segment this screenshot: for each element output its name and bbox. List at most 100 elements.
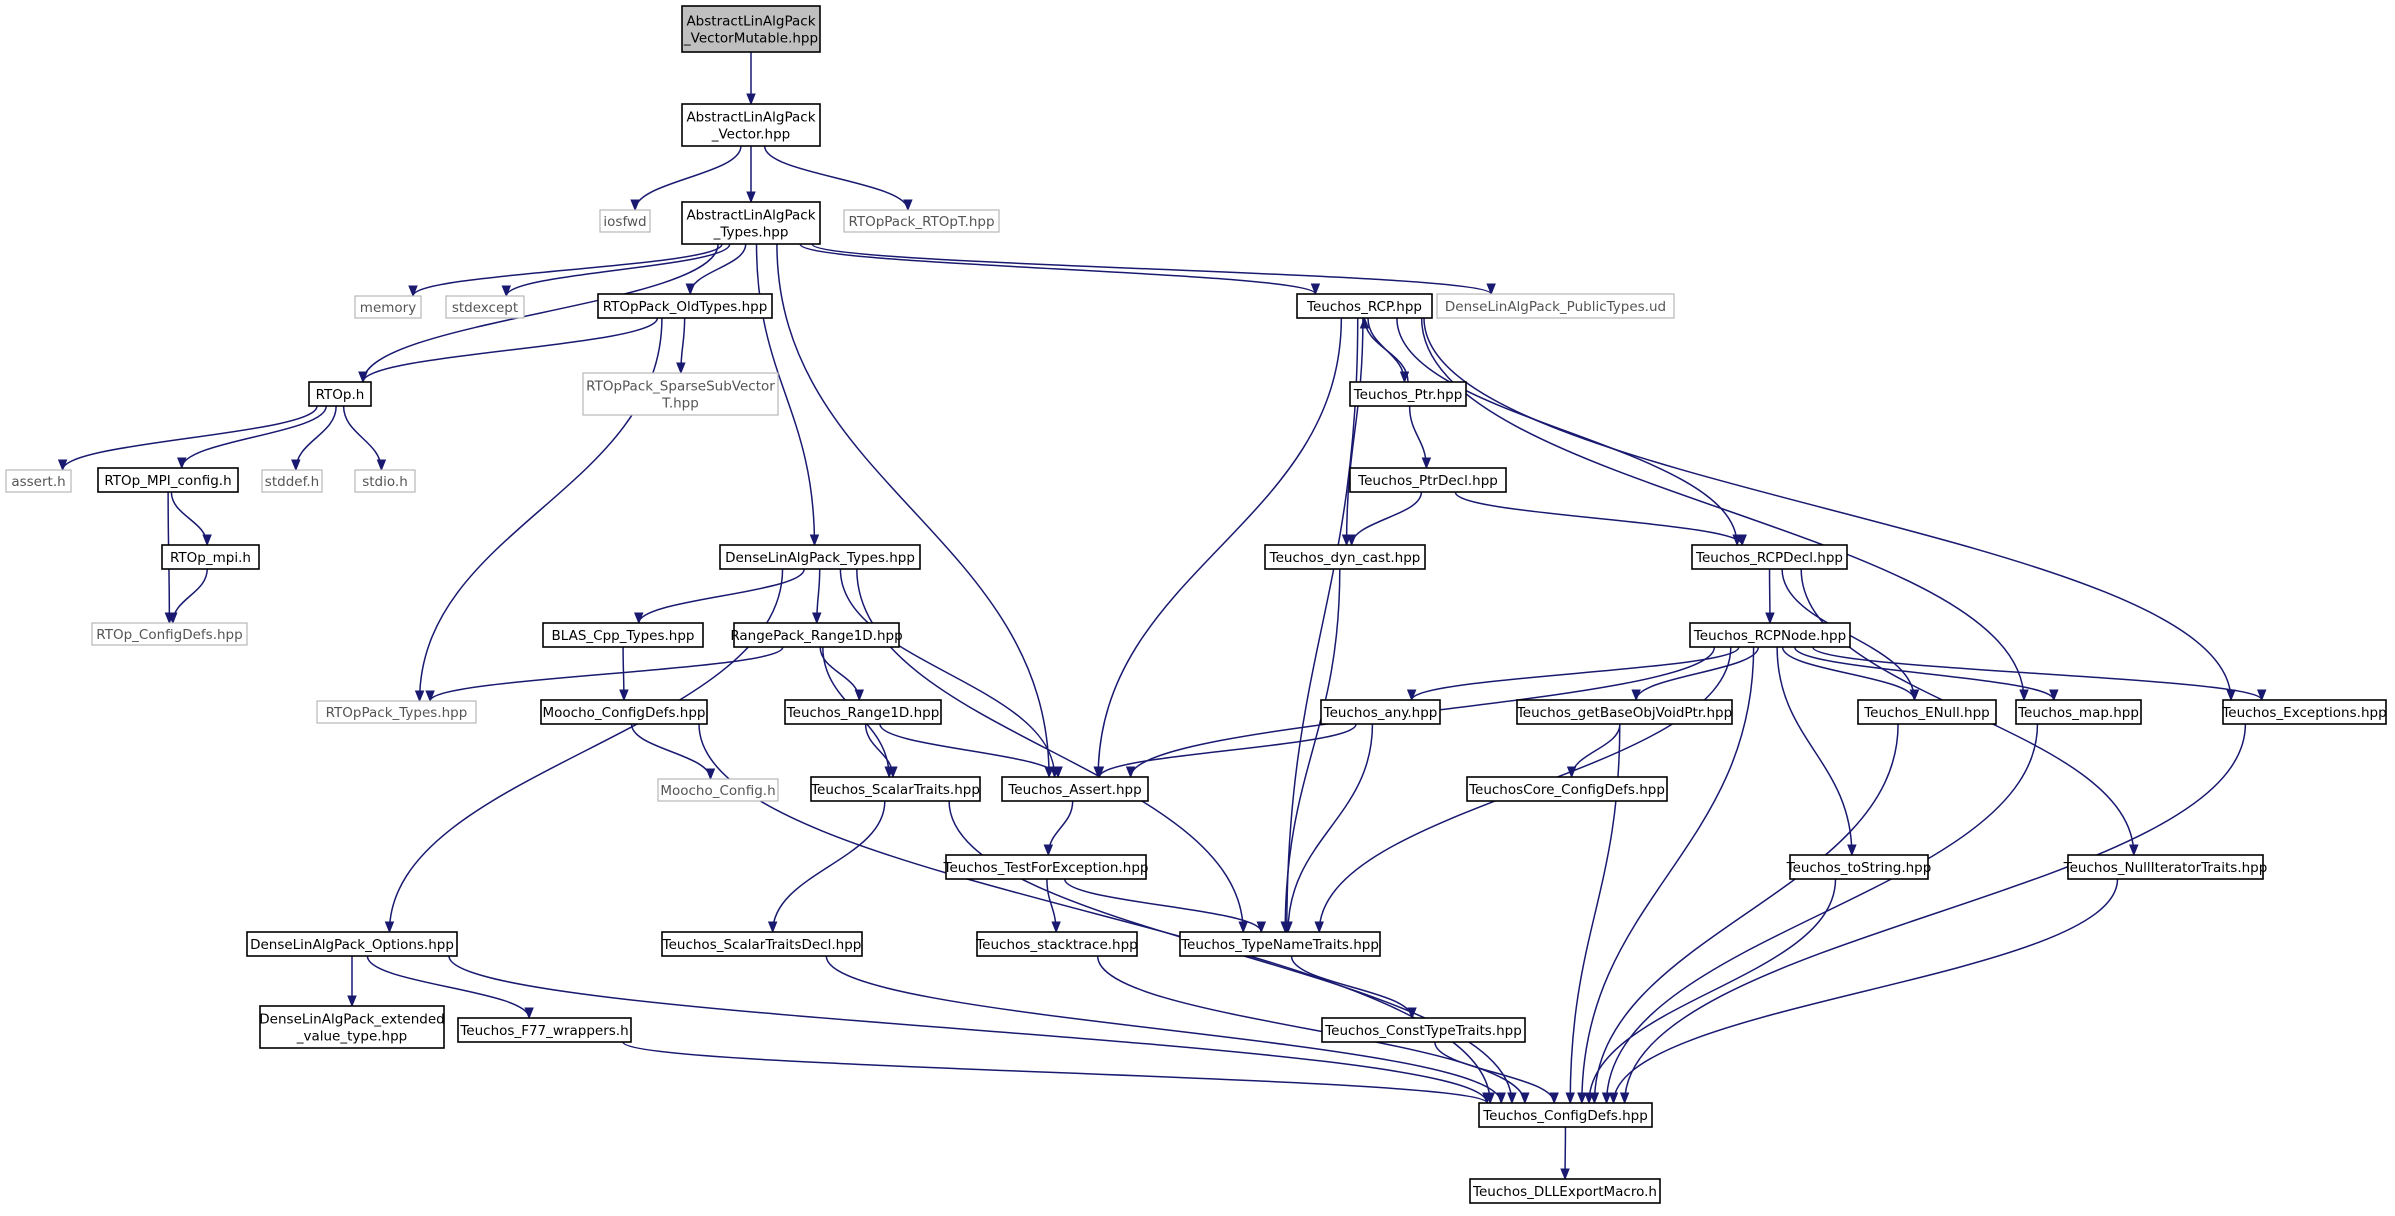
node-label: Teuchos_Exceptions.hpp [2221,705,2386,721]
node-box [354,469,416,493]
edge-trange-to-tassert [879,723,1063,779]
node-box [246,931,458,957]
node-label: Teuchos_map.hpp [2017,705,2139,721]
node-testexc[interactable]: Teuchos_TestForException.hpp [943,854,1149,880]
node-label: stdio.h [362,474,408,490]
node-scalar[interactable]: Teuchos_ScalarTraits.hpp [810,776,981,802]
arrowhead [812,612,822,625]
node-box [784,699,942,725]
node-stacktrace[interactable]: Teuchos_stacktrace.hpp [975,931,1138,957]
node-mpiconfig[interactable]: RTOp_MPI_config.h [97,467,239,493]
node-tconfig[interactable]: Teuchos_ConfigDefs.hpp [1478,1102,1653,1128]
node-dyncast[interactable]: Teuchos_dyn_cast.hpp [1264,544,1426,570]
node-densetypes[interactable]: DenseLinAlgPack_Types.hpp [719,544,921,570]
edge-types-to-memory [408,243,723,298]
edge-line [755,243,816,546]
arrowhead [168,612,178,625]
node-box [1469,1178,1661,1204]
node-label: Teuchos_Assert.hpp [1007,782,1141,798]
node-range1d[interactable]: RangePack_Range1D.hpp [730,622,903,648]
node-tassert[interactable]: Teuchos_Assert.hpp [1001,776,1149,802]
edge-getbase-to-corecfg [1566,723,1621,779]
edge-stacktrace-to-tconfig [1096,955,1530,1105]
arrowhead [676,362,686,375]
arrowhead [347,995,357,1008]
node-label: Teuchos_any.hpp [1323,705,1438,721]
arrowhead [1847,844,1857,857]
node-box [2015,699,2142,725]
node-label: Teuchos_RCP.hpp [1306,299,1422,315]
node-ptrdecl[interactable]: Teuchos_PtrDecl.hpp [1349,467,1507,493]
edge-tassert-to-testexc [1043,800,1074,857]
edge-line [448,955,1488,1104]
node-getbase[interactable]: Teuchos_getBaseObjVoidPtr.hpp [1516,699,1733,725]
node-box [97,467,239,493]
node-box [2067,854,2264,880]
edge-line [61,405,318,471]
node-rtopconfig: RTOp_ConfigDefs.hpp [91,622,248,646]
node-rtoph[interactable]: RTOp.h [308,381,372,407]
node-label: RTOpPack_SparseSubVector [586,379,775,395]
arrowhead [291,459,301,472]
node-extvalue[interactable]: DenseLinAlgPack_extended_value_type.hpp [259,1005,445,1049]
node-exceptions[interactable]: Teuchos_Exceptions.hpp [2221,699,2387,725]
node-box [161,544,260,570]
node-corecfg[interactable]: TeuchosCore_ConfigDefs.hpp [1466,776,1668,802]
edge-line [771,800,886,933]
edge-line [825,955,1502,1104]
node-label: RTOpPack_Types.hpp [326,705,468,721]
node-types[interactable]: AbstractLinAlgPack_Types.hpp [681,201,821,245]
node-box [1478,1102,1653,1128]
edge-densetypes-to-tassert [839,568,1060,779]
arrowhead [57,459,68,472]
node-tostring[interactable]: Teuchos_toString.hpp [1786,854,1932,880]
node-options[interactable]: DenseLinAlgPack_Options.hpp [246,931,458,957]
arrowhead [2019,689,2029,702]
node-box [2222,699,2387,725]
edge-rcpnode-to-tconfig [1577,646,1755,1105]
edge-line [1290,955,1413,1019]
node-label: Teuchos_F77_wrappers.h [459,1023,628,1039]
node-mpih[interactable]: RTOp_mpi.h [161,544,260,570]
node-consttype[interactable]: Teuchos_ConstTypeTraits.hpp [1321,1017,1526,1043]
node-label: stddef.h [265,474,319,490]
node-box [733,622,900,648]
arrowhead [376,459,387,472]
arrowhead [630,199,640,212]
node-dll[interactable]: Teuchos_DLLExportMacro.h [1469,1178,1661,1204]
node-box [599,209,651,233]
node-rcp[interactable]: Teuchos_RCP.hpp [1296,293,1433,319]
node-f77[interactable]: Teuchos_F77_wrappers.h [457,1017,632,1043]
edge-line [505,243,731,297]
node-box [597,293,773,319]
node-box [661,931,863,957]
node-label: _VectorMutable.hpp [683,31,818,47]
node-rcpnode[interactable]: Teuchos_RCPNode.hpp [1689,622,1851,648]
node-blas[interactable]: BLAS_Cpp_Types.hpp [542,622,704,648]
node-nulliter[interactable]: Teuchos_NullIteratorTraits.hpp [2063,854,2268,880]
node-trange[interactable]: Teuchos_Range1D.hpp [784,699,942,725]
node-label: Teuchos_ScalarTraitsDecl.hpp [662,937,862,953]
edge-mpiconfig-to-mpih [170,491,212,547]
node-label: TeuchosCore_ConfigDefs.hpp [1468,782,1665,798]
arrowhead [1482,1092,1492,1105]
edge-line [1423,317,2232,701]
node-typename[interactable]: Teuchos_TypeNameTraits.hpp [1179,931,1381,957]
node-any[interactable]: Teuchos_any.hpp [1320,699,1441,725]
arrowhead [1584,1092,1594,1105]
node-oldtypes[interactable]: RTOpPack_OldTypes.hpp [597,293,773,319]
edge-densetypes-to-range1d [812,568,822,625]
node-moochoconfdefs[interactable]: Moocho_ConfigDefs.hpp [540,699,708,725]
node-label: _Vector.hpp [711,127,791,143]
node-tmap[interactable]: Teuchos_map.hpp [2015,699,2142,725]
node-rcpdecl[interactable]: Teuchos_RCPDecl.hpp [1691,544,1848,570]
node-ptr[interactable]: Teuchos_Ptr.hpp [1349,381,1467,407]
node-enull[interactable]: Teuchos_ENull.hpp [1857,699,1997,725]
edge-line [638,568,805,624]
node-scalardecl[interactable]: Teuchos_ScalarTraitsDecl.hpp [661,931,863,957]
node-vec[interactable]: AbstractLinAlgPack_Vector.hpp [681,103,821,147]
edge-types-to-densetypes [755,243,820,547]
node-box [1466,776,1668,802]
edge-rtoph-to-stddef [291,405,337,472]
